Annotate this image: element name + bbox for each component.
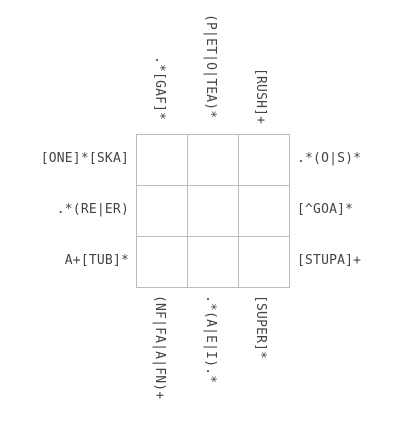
row-2-left-clue: .*(RE|ER) [56, 202, 129, 217]
row-2-right-clue: [^GOA]* [297, 202, 354, 217]
column-1-bottom-clue: (NF|FA|A|FN)+ [152, 295, 167, 400]
column-3-bottom-clue: [SUPER]* [253, 295, 268, 360]
column-2-top-clue: (P|ET|O|TEA)* [203, 14, 218, 119]
cell-r2-c1[interactable] [137, 186, 188, 237]
cell-r2-c3[interactable] [239, 186, 290, 237]
cell-r3-c1[interactable] [137, 237, 188, 288]
cell-r2-c2[interactable] [188, 186, 239, 237]
cell-r1-c2[interactable] [188, 135, 239, 186]
row-1-left-clue: [ONE]*[SKA] [40, 151, 129, 166]
answer-grid [136, 134, 290, 288]
cell-r1-c1[interactable] [137, 135, 188, 186]
cell-r3-c3[interactable] [239, 237, 290, 288]
cell-r1-c3[interactable] [239, 135, 290, 186]
column-2-bottom-clue: .*(A|E|I).* [203, 295, 218, 384]
cell-r3-c2[interactable] [188, 237, 239, 288]
row-3-right-clue: [STUPA]+ [297, 253, 362, 268]
row-3-left-clue: A+[TUB]* [64, 253, 129, 268]
column-3-top-clue: [RUSH]+ [253, 68, 268, 125]
row-1-right-clue: .*(O|S)* [297, 151, 362, 166]
column-1-top-clue: .*[GAF]* [152, 56, 167, 121]
